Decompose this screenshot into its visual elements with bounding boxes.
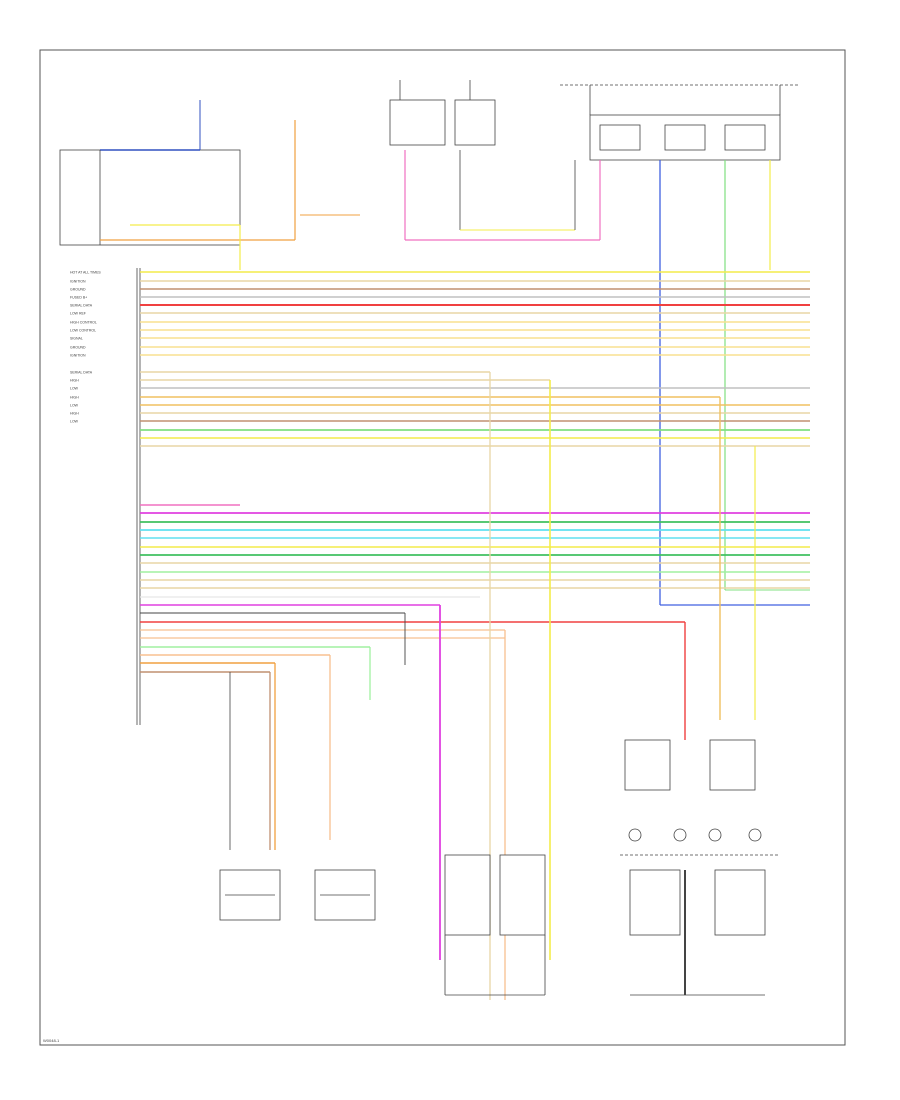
pin-label: LOW CONTROL <box>70 329 96 333</box>
pin-label: LOW <box>70 404 79 408</box>
belt-switch-left <box>219 869 281 921</box>
seat-sensor-center <box>444 854 546 996</box>
pin-label: SERIAL DATA <box>70 304 93 308</box>
pin-label: HIGH <box>70 396 79 400</box>
pin-label: SIGNAL <box>70 337 83 341</box>
diagram-code: W0048-1 <box>43 1038 60 1043</box>
pin-label: GROUND <box>70 346 86 350</box>
ignition-switch-box <box>389 80 496 146</box>
pin-label: HIGH <box>70 379 79 383</box>
upper-harness <box>140 271 810 447</box>
pin-label: HOT AT ALL TIMES <box>70 271 101 275</box>
seat-sensor-right <box>620 739 780 996</box>
pin-label: IGNITION <box>70 280 86 284</box>
pin-label: HIGH <box>70 412 79 416</box>
sdm-connector <box>136 268 141 725</box>
pin-label: LOW <box>70 420 79 424</box>
belt-switch-right <box>314 869 376 921</box>
lower-harness <box>140 504 810 673</box>
pin-label: FUSED B+ <box>70 296 87 300</box>
pin-label: LOW REF <box>70 312 86 316</box>
diagram-frame <box>39 49 846 1046</box>
pin-label: SERIAL DATA <box>70 371 93 375</box>
pin-label: IGNITION <box>70 354 86 358</box>
pin-label: GROUND <box>70 288 86 292</box>
pin-label: LOW <box>70 387 79 391</box>
seat-switch-region <box>59 100 360 270</box>
fuse-block <box>560 84 800 161</box>
pin-label: HIGH CONTROL <box>70 321 97 325</box>
top-connectors <box>404 150 771 605</box>
